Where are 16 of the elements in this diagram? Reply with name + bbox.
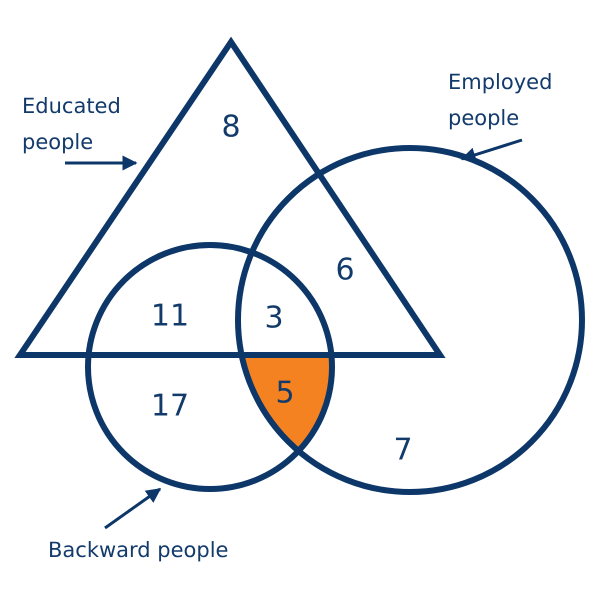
- arrow: [460, 138, 522, 162]
- circle-set: [85, 242, 335, 492]
- region-count: 6: [335, 252, 355, 288]
- arrow: [104, 488, 162, 530]
- circle-set: [235, 145, 585, 495]
- set-label: Backward people: [48, 532, 308, 568]
- region-count: 7: [393, 432, 413, 468]
- region-count: 8: [221, 110, 241, 144]
- region-count: 11: [150, 298, 190, 334]
- region-count: 17: [150, 388, 190, 424]
- set-label: Employed people: [448, 64, 578, 136]
- triangle-set: [14, 36, 446, 358]
- region-count: 5: [275, 376, 295, 410]
- set-label: Educated people: [22, 88, 142, 160]
- arrow: [65, 156, 138, 170]
- region-count: 3: [264, 300, 284, 336]
